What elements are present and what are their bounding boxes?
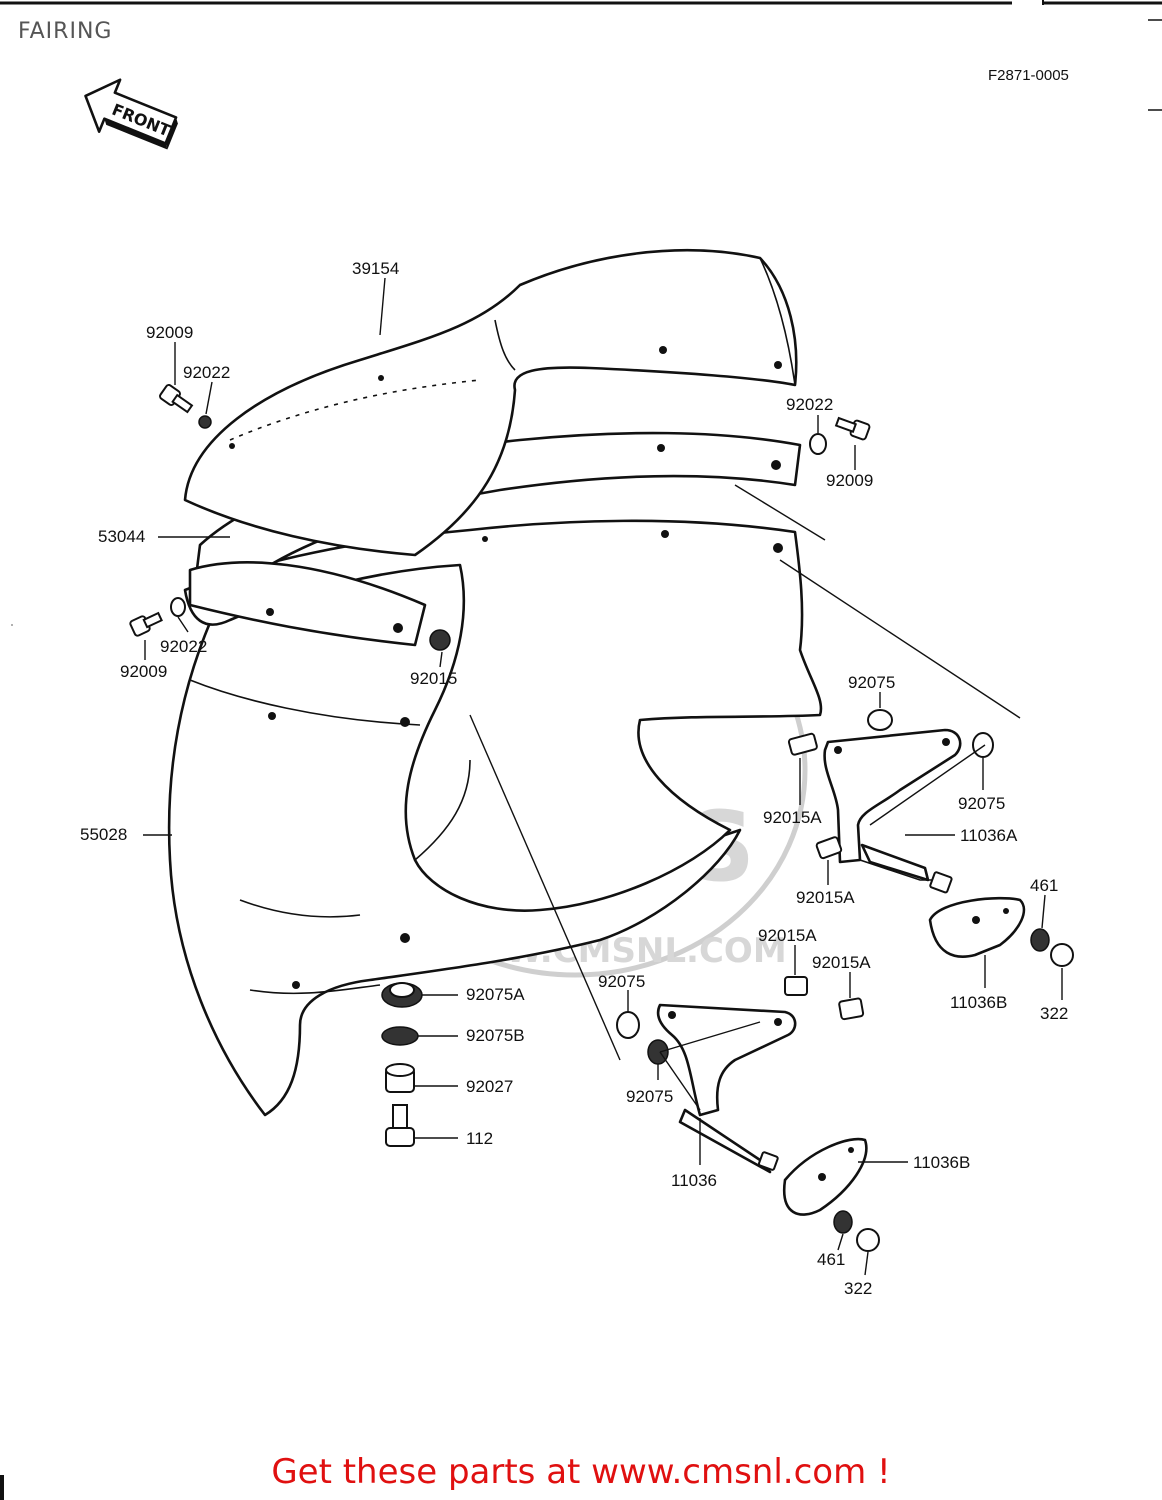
part-label: 92027 (466, 1077, 513, 1096)
part-label: 11036B (913, 1153, 970, 1172)
part-label: 92015 (410, 669, 457, 688)
part-label: 92015A (812, 953, 871, 972)
washer-icon (809, 433, 827, 455)
part-label: 92075A (466, 985, 525, 1004)
part-label: 92075 (626, 1087, 673, 1106)
grommet-icon (972, 732, 994, 758)
plate-11036B-upper (928, 896, 1026, 958)
washer-icon (170, 597, 186, 617)
part-label: 322 (1040, 1004, 1068, 1023)
bracket-11036 (656, 1003, 797, 1174)
footer-link-text[interactable]: Get these parts at www.cmsnl.com ! (271, 1452, 891, 1492)
part-label: 92075 (958, 794, 1005, 813)
part-label: 92022 (160, 637, 207, 656)
part-label: 92022 (786, 395, 833, 414)
collar-icon (838, 997, 865, 1021)
part-label: 92075B (466, 1026, 525, 1045)
bolt-icon (159, 384, 194, 414)
collar-92027-icon (385, 1063, 415, 1093)
part-label: 92009 (120, 662, 167, 681)
part-label: 11036B (950, 993, 1007, 1012)
bolt-112-icon (385, 1104, 415, 1147)
part-label: 92015A (758, 926, 817, 945)
part-label: 461 (817, 1250, 845, 1269)
part-label: 55028 (80, 825, 127, 844)
part-label: 11036A (960, 826, 1018, 845)
part-label: 92015A (763, 808, 822, 827)
part-label: 92075 (848, 673, 895, 692)
grommet-icon (616, 1011, 640, 1039)
grommet-icon (429, 629, 451, 651)
part-label: 39154 (352, 259, 399, 278)
bolt-icon (834, 416, 871, 441)
part-label: 53044 (98, 527, 145, 546)
upper-cowl (183, 519, 823, 912)
collar-icon (787, 732, 818, 756)
part-label: 112 (466, 1129, 493, 1148)
front-arrow-icon: FRONT (84, 78, 178, 150)
bolt-icon (129, 611, 163, 637)
leader-lines (143, 277, 1063, 1276)
nut-icon (1050, 943, 1074, 967)
part-label: 92075 (598, 972, 645, 991)
inner-panel (188, 561, 427, 647)
diagram-title: FAIRING (18, 19, 112, 44)
page-border (0, 0, 1162, 111)
washer-icon (833, 1210, 853, 1234)
stud-icon (929, 871, 953, 894)
stud-icon (757, 1151, 779, 1171)
speck (11, 624, 13, 626)
margin-mark (0, 1475, 4, 1500)
part-labels: 39154 92009 92022 92022 92009 53044 9202… (80, 259, 1068, 1298)
part-label: 92015A (796, 888, 855, 907)
part-label: 461 (1030, 876, 1058, 895)
washer-icon (1030, 928, 1050, 952)
part-label: 92022 (183, 363, 230, 382)
washer-icon (198, 415, 212, 429)
nut-icon (856, 1228, 880, 1252)
collar-icon (815, 836, 843, 860)
part-label: 11036 (671, 1171, 717, 1190)
grommet-92075A-icon (381, 982, 423, 1008)
plate-11036B-lower (782, 1137, 868, 1216)
washer-92075B-icon (381, 1026, 419, 1046)
windscreen-39154 (183, 248, 798, 557)
hardware (129, 384, 1074, 1252)
part-label: 92009 (826, 471, 873, 490)
grommet-icon (867, 709, 893, 731)
bracket-11036A (823, 728, 962, 882)
figure-code: F2871-0005 (988, 67, 1069, 84)
part-label: 322 (844, 1279, 872, 1298)
part-label: 92009 (146, 323, 193, 342)
collar-icon (784, 976, 808, 996)
